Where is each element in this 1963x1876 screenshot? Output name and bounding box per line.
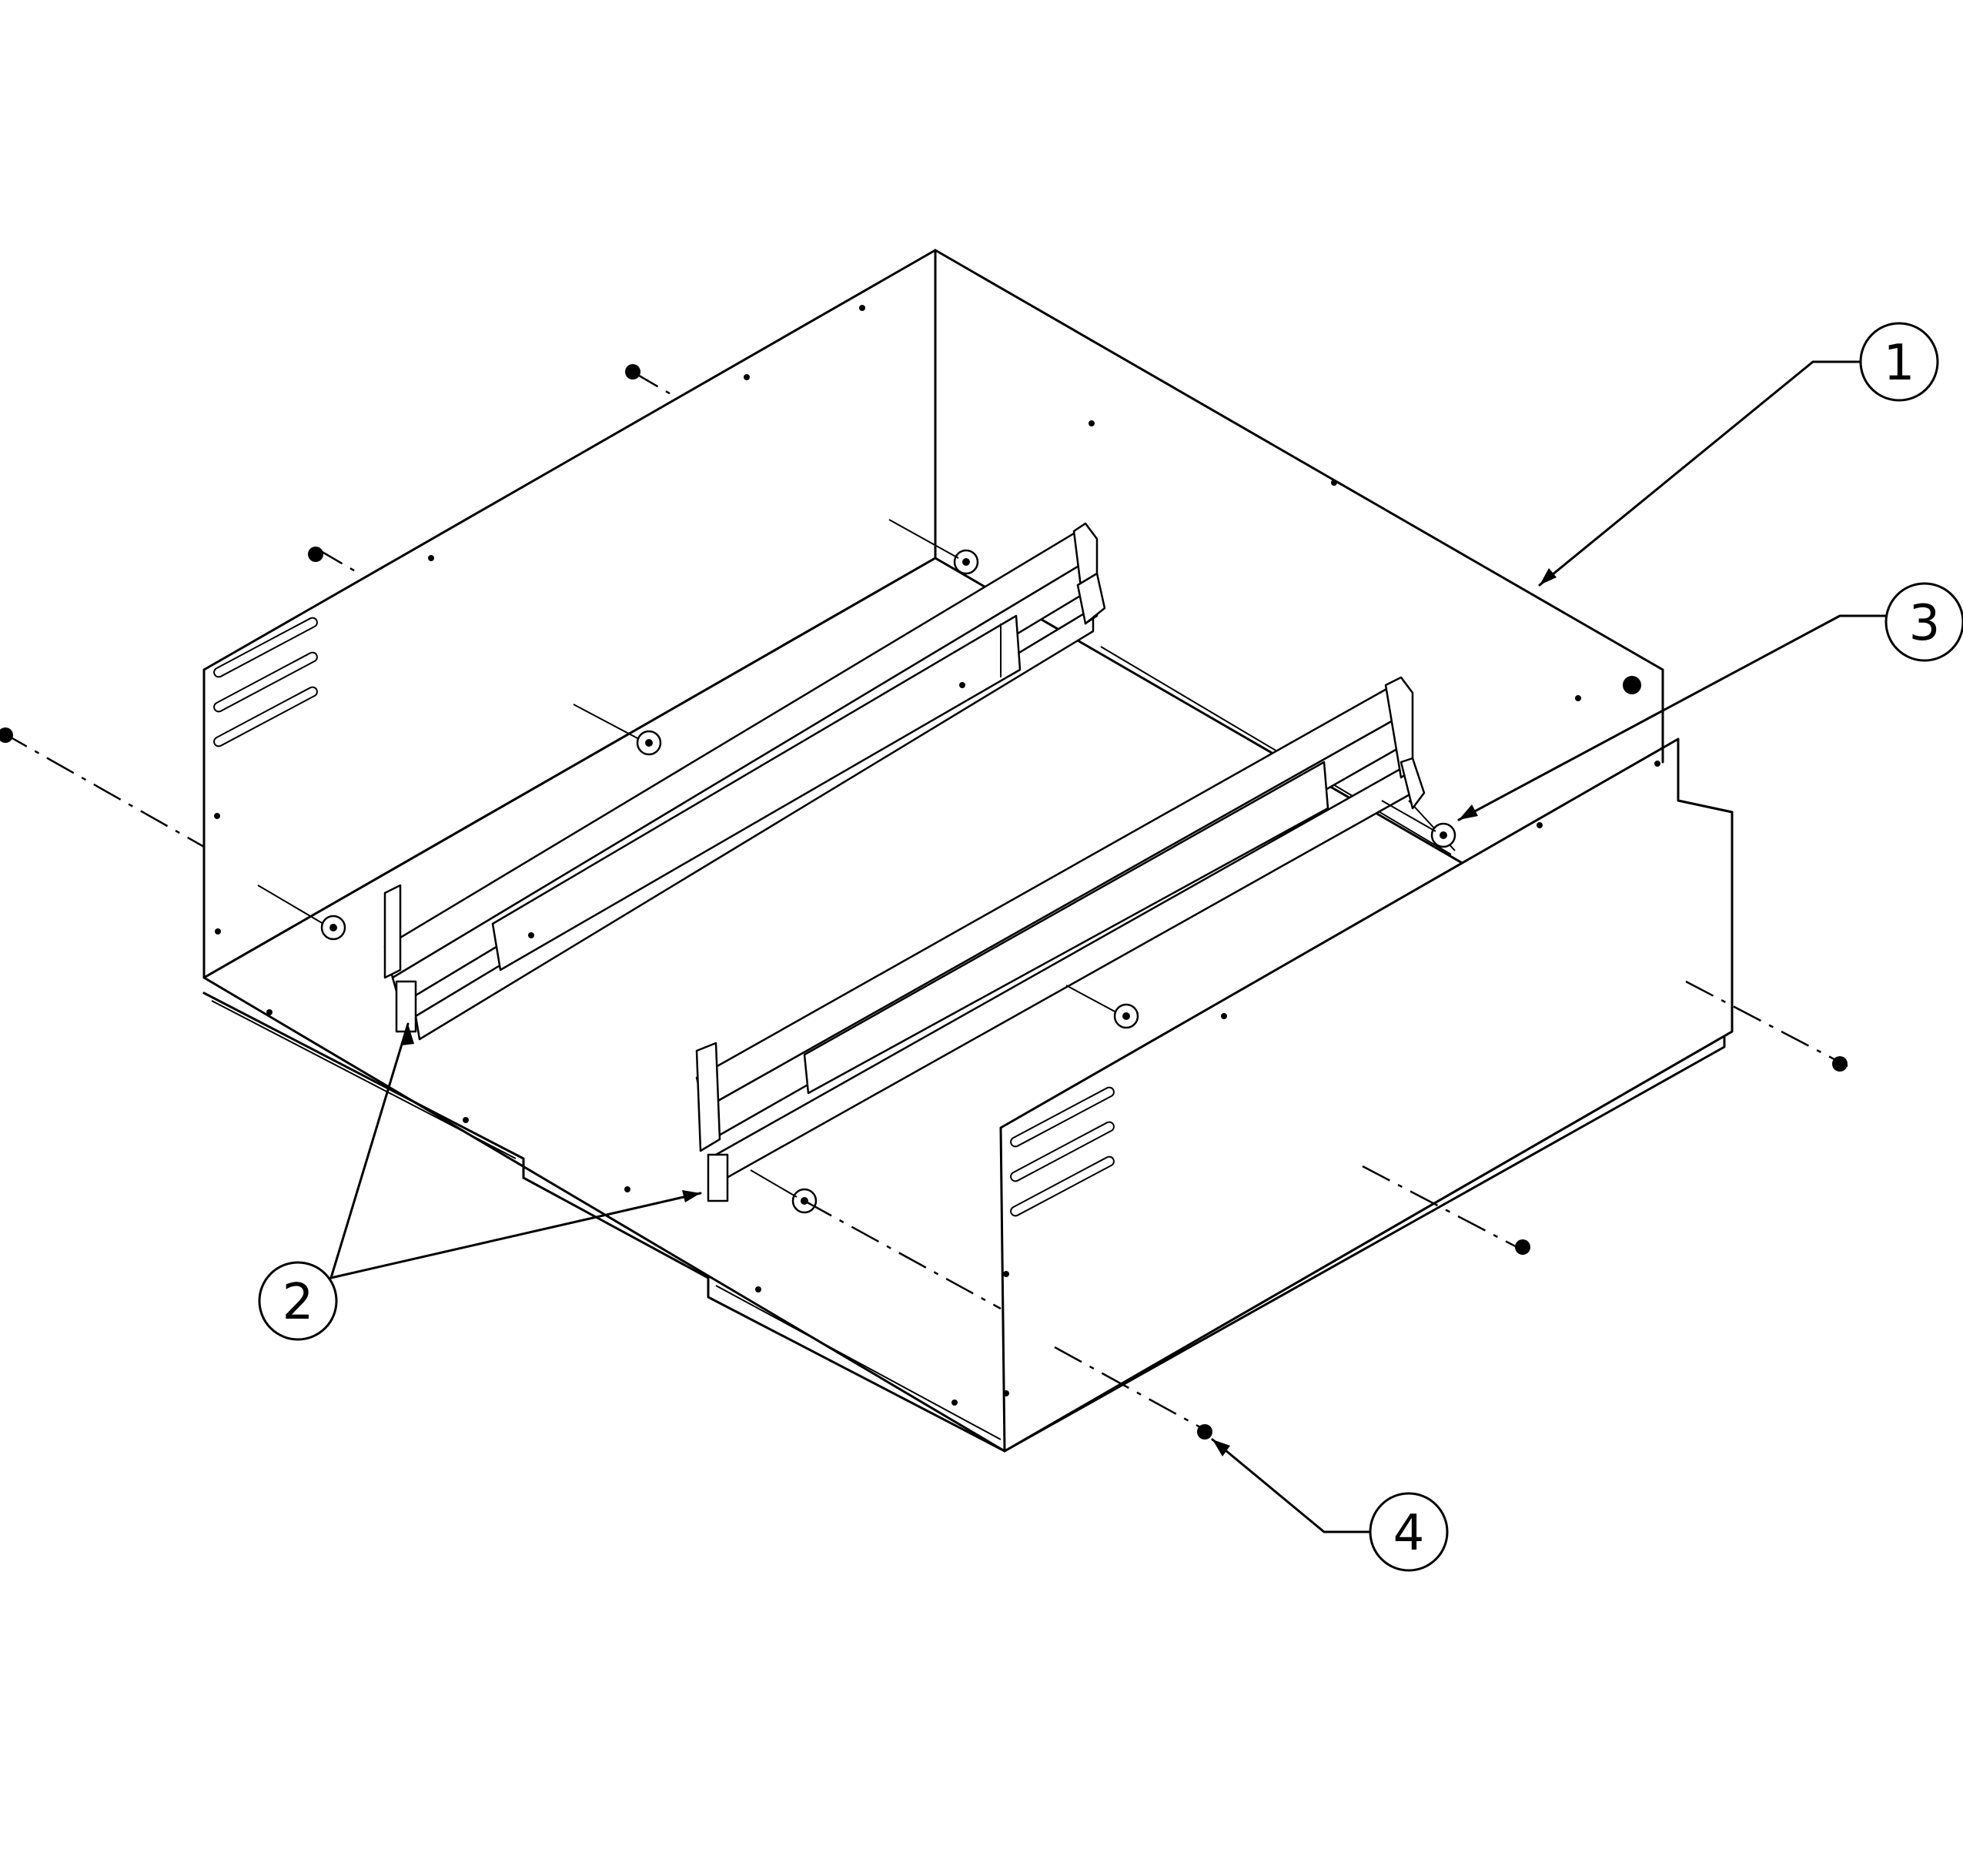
right-vent-slots — [1010, 1086, 1115, 1217]
screw-stems — [257, 519, 1436, 1198]
leader-3 — [1457, 614, 1888, 821]
callout-3: 3 — [1884, 582, 1963, 662]
leader-2a — [329, 1022, 410, 1279]
callout-4-label: 4 — [1393, 1505, 1425, 1562]
callout-2-label: 2 — [283, 1274, 314, 1331]
callout-1-label: 1 — [1884, 335, 1915, 392]
screws — [0, 364, 1848, 1440]
leader-2b — [329, 1192, 702, 1279]
leader-1 — [1538, 360, 1861, 587]
left-drawer-slide — [383, 522, 1106, 1041]
callout-1: 1 — [1859, 322, 1939, 402]
right-drawer-slide — [695, 676, 1426, 1202]
alignment-lines — [0, 370, 1848, 1433]
left-vent-slots — [213, 617, 318, 747]
callout-3-label: 3 — [1909, 595, 1941, 652]
bottom-skirt-center — [522, 1176, 1006, 1453]
mounting-holes — [214, 305, 1660, 1406]
leader-lines — [329, 360, 1888, 1533]
callout-4: 4 — [1369, 1492, 1449, 1572]
bottom-skirt-left — [202, 992, 525, 1179]
callout-2: 2 — [258, 1261, 338, 1341]
front-right-panel — [999, 737, 1734, 1453]
cabinet-housing — [202, 249, 1734, 1453]
leader-4 — [1211, 1438, 1372, 1533]
